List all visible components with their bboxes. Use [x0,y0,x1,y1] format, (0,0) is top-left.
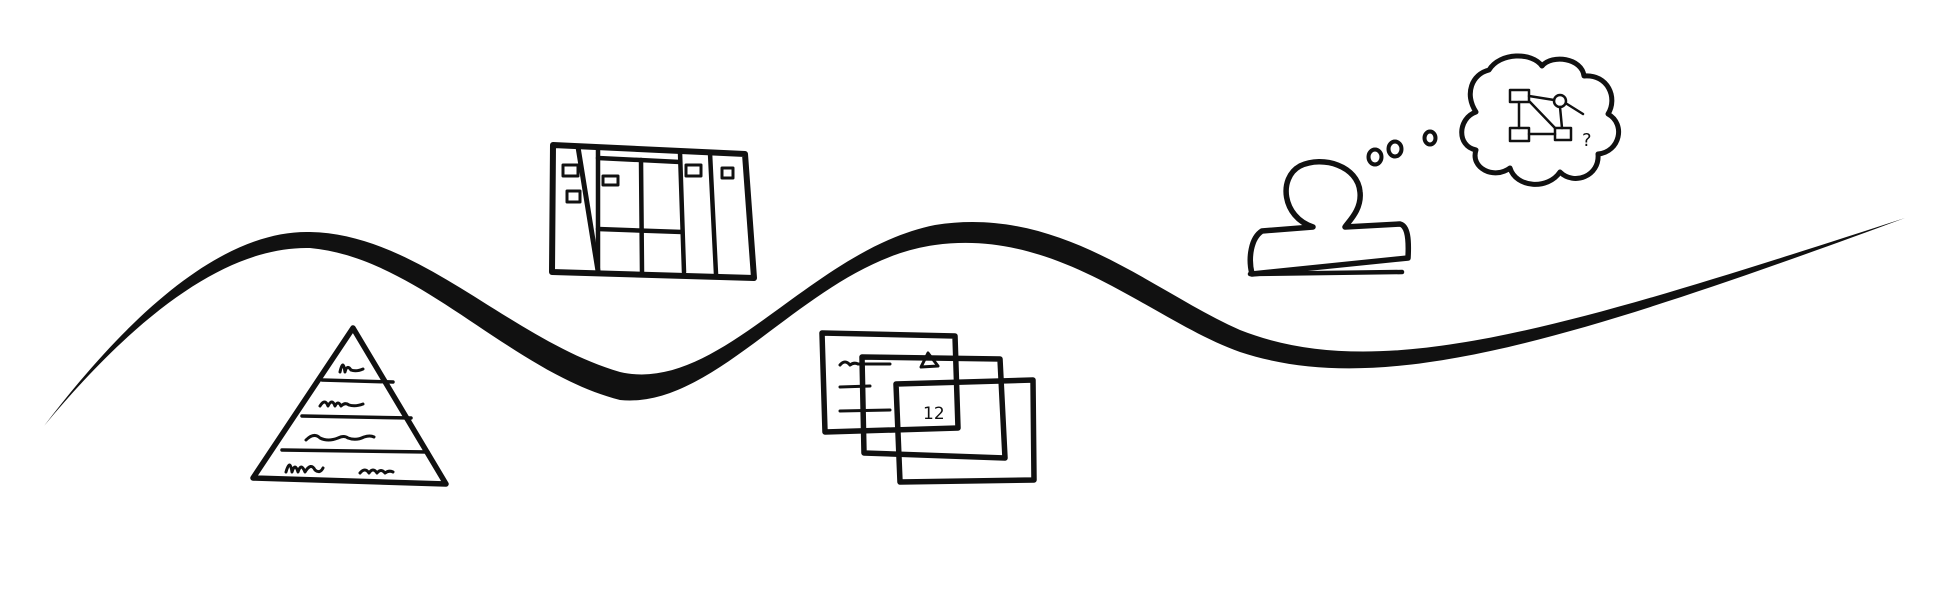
thought-bubble-icon: ? [1459,53,1621,187]
story-cards-stack-icon: 12 [819,330,1037,485]
wave-path-icon [44,218,1905,426]
person-thinking-icon [1247,129,1438,277]
backlog-pyramid-icon [250,325,449,487]
task-board-icon [549,142,757,281]
story-points-text: 12 [923,404,945,424]
question-mark-text: ? [1582,130,1592,151]
